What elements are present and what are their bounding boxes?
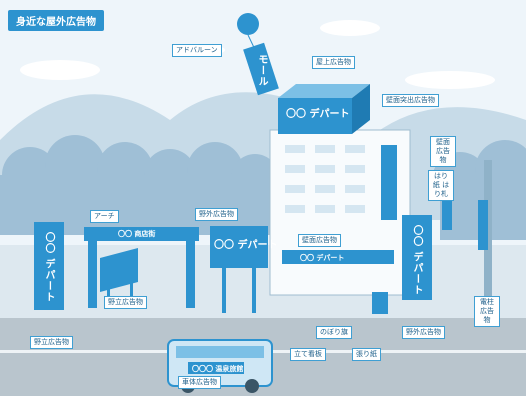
storefront-banner <box>282 250 394 264</box>
label-stand-sign: 野立広告物 <box>30 336 73 349</box>
roof-sign-side <box>352 84 370 134</box>
center-billboard <box>210 226 268 268</box>
pole-sign <box>478 200 488 250</box>
label-wall-sign: 壁面突出広告物 <box>382 94 439 107</box>
label-bus-ad: 車体広告物 <box>178 376 221 389</box>
projecting-sign <box>381 145 397 220</box>
label-arch: アーチ <box>90 210 119 223</box>
building-windows <box>285 145 365 213</box>
bus-ad-panel <box>188 362 244 374</box>
left-tower-text: 〇〇 デパート <box>43 232 54 303</box>
balloon-banner-text: モール <box>256 54 267 87</box>
label-wall-right: 壁面広告物 <box>430 136 456 167</box>
left-tower-sign <box>34 222 64 310</box>
roof-sign-text: 〇〇 デパート <box>286 109 350 120</box>
roof-sign-box <box>278 98 352 134</box>
label-banner-flag: のぼり旗 <box>316 326 352 339</box>
label-pole-sign: 電柱広告物 <box>474 296 500 327</box>
center-billboard-text: 〇〇 デパート <box>214 240 278 251</box>
label-right-vertical: はり紙 はり札 <box>428 170 454 201</box>
label-sandwich: 野外広告物 <box>402 326 445 339</box>
trees <box>0 135 526 240</box>
label-under-sign: 壁面広告物 <box>298 234 341 247</box>
bus-windows <box>176 346 264 358</box>
roof-sign-top <box>278 84 370 98</box>
storefront-banner-text: 〇〇 デパート <box>300 254 345 262</box>
label-arch-sign: 野外広告物 <box>195 208 238 221</box>
right-wall-sign <box>442 195 452 230</box>
bus-ad-text: 〇〇〇 温泉旅館 <box>192 365 244 373</box>
label-balloon: アドバルーン <box>172 44 222 57</box>
page-title: 身近な屋外広告物 <box>8 10 104 31</box>
right-tower-text: 〇〇 デパート <box>411 225 422 296</box>
label-street-sign: 立て看板 <box>290 348 326 361</box>
ground-sign-panel <box>100 248 138 292</box>
arch-beam <box>84 227 199 241</box>
label-paper-sign: 張り紙 <box>352 348 381 361</box>
bus-wheel-rear <box>245 379 259 393</box>
arch-left-post <box>88 228 97 308</box>
arch-text: 〇〇 商店街 <box>118 230 156 238</box>
label-roof-sign: 屋上広告物 <box>312 56 355 69</box>
standing-sign <box>372 292 388 314</box>
arch-right-post <box>186 228 195 308</box>
right-tower-sign <box>402 215 432 300</box>
label-ground-sign: 野立広告物 <box>104 296 147 309</box>
balloon <box>237 13 259 35</box>
balloon-banner <box>243 42 279 96</box>
